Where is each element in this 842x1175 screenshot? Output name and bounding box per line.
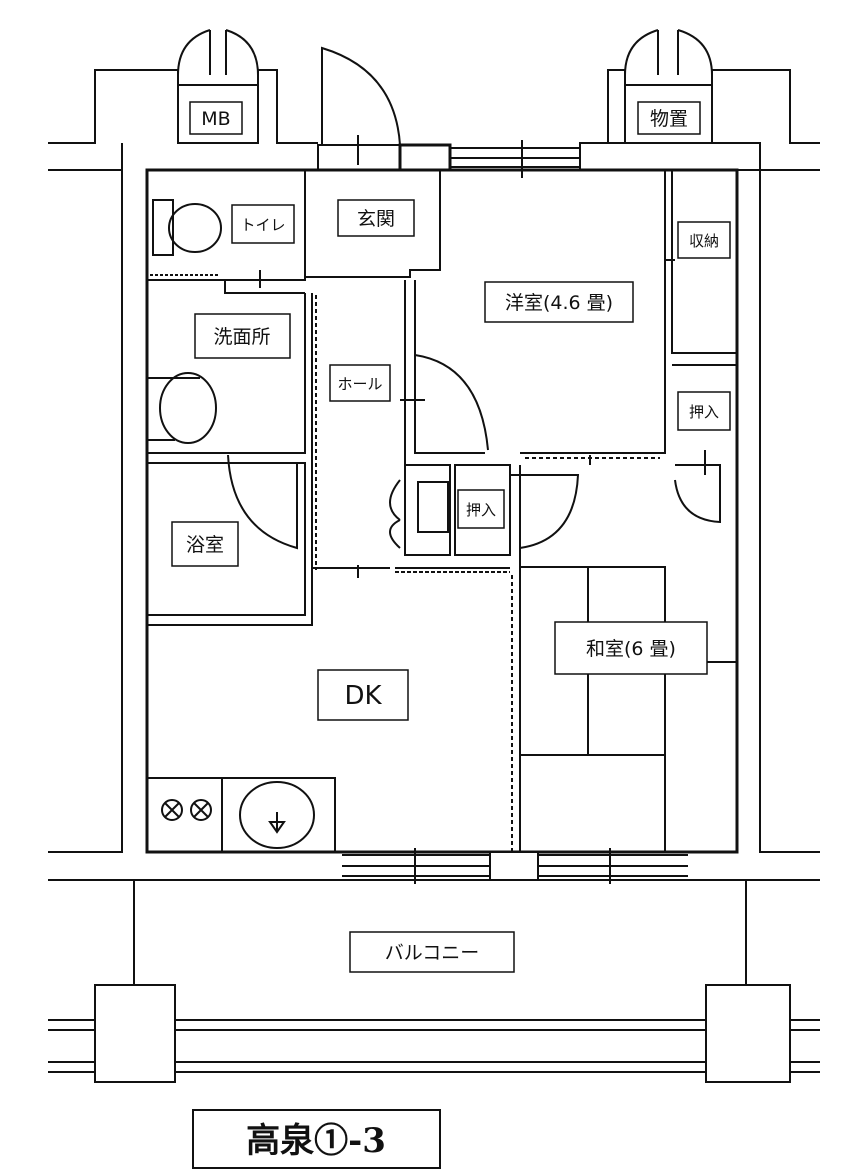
unit-outline (145, 168, 739, 854)
storage-outdoor-label: 物置 (650, 108, 688, 130)
balcony-label: バルコニー (385, 942, 480, 964)
oshiire-right-label: 押入 (689, 403, 719, 421)
toilet-label: トイレ (240, 216, 285, 234)
entrance-door (321, 46, 401, 146)
side-wall-left (48, 170, 123, 853)
hall-label: ホール (337, 375, 382, 393)
mb-label: MB (201, 108, 230, 130)
senmenjo-label: 洗面所 (213, 326, 270, 348)
yokushitsu-label: 浴室 (186, 534, 224, 556)
outer-wall-top (48, 69, 318, 144)
plan-title: 高泉①-3 (246, 1121, 386, 1161)
side-wall-right (759, 170, 820, 853)
shuno-label: 収納 (689, 232, 719, 250)
oshiire-center-label: 押入 (466, 501, 496, 519)
genkan-label: 玄関 (357, 208, 395, 230)
dk-label: DK (344, 681, 382, 711)
yoshitsu-label: 洋室(4.6 畳) (505, 292, 613, 314)
washitsu-label: 和室(6 畳) (586, 638, 676, 660)
